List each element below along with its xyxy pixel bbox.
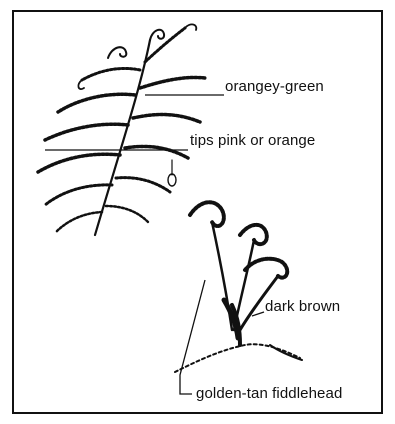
- label-orangey-green: orangey-green: [225, 78, 324, 95]
- fiddlehead-cluster: [175, 202, 302, 372]
- label-dark-brown: dark brown: [265, 298, 340, 315]
- label-tips-pink-or-orange: tips pink or orange: [190, 132, 315, 149]
- label-golden-tan-fiddlehead: golden-tan fiddlehead: [196, 385, 342, 402]
- mature-fern-frond: [38, 24, 205, 235]
